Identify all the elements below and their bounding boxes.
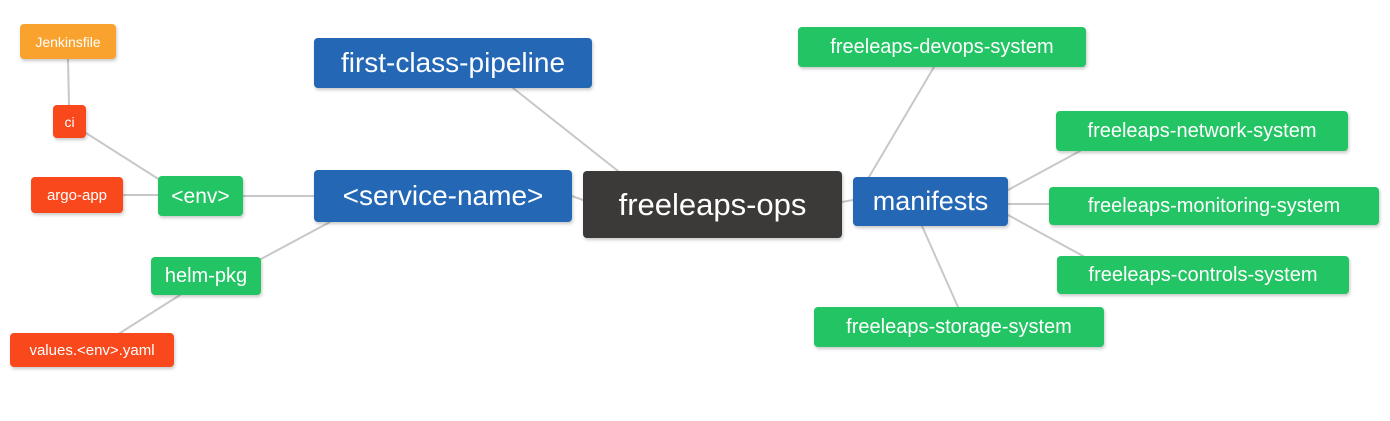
node-freeleaps-controls-system[interactable]: freeleaps-controls-system: [1057, 256, 1349, 294]
node-service-name[interactable]: <service-name>: [314, 170, 572, 222]
edge-helmpkg-servicename: [260, 221, 331, 260]
edge-ops-manifests: [841, 199, 854, 203]
edge-manifests-storage: [921, 225, 959, 308]
node-manifests[interactable]: manifests: [853, 177, 1008, 226]
node-label-freeleaps-network-system: freeleaps-network-system: [1087, 120, 1317, 142]
node-label-freeleaps-controls-system: freeleaps-controls-system: [1088, 264, 1318, 286]
node-label-service-name: <service-name>: [342, 180, 544, 211]
node-argo-app[interactable]: argo-app: [31, 177, 123, 213]
node-label-freeleaps-ops: freeleaps-ops: [618, 187, 807, 222]
node-env[interactable]: <env>: [158, 176, 243, 216]
edge-firstclass-ops: [512, 87, 619, 172]
edge-manifests-devops: [868, 66, 935, 178]
node-label-freeleaps-storage-system: freeleaps-storage-system: [846, 316, 1072, 338]
node-freeleaps-devops-system[interactable]: freeleaps-devops-system: [798, 27, 1086, 67]
node-freeleaps-storage-system[interactable]: freeleaps-storage-system: [814, 307, 1104, 347]
edge-servicename-ops: [571, 195, 584, 201]
node-first-class-pipeline[interactable]: first-class-pipeline: [314, 38, 592, 88]
edge-valuesyaml-helmpkg: [119, 294, 181, 334]
node-label-values-env-yaml: values.<env>.yaml: [29, 341, 155, 359]
node-label-helm-pkg: helm-pkg: [164, 265, 248, 287]
node-label-freeleaps-devops-system: freeleaps-devops-system: [830, 36, 1054, 58]
node-freeleaps-monitoring-system[interactable]: freeleaps-monitoring-system: [1049, 187, 1379, 225]
node-label-ci: ci: [64, 113, 75, 130]
node-freeleaps-network-system[interactable]: freeleaps-network-system: [1056, 111, 1348, 151]
edge-jenkinsfile-ci: [67, 58, 70, 106]
node-label-manifests: manifests: [872, 186, 989, 216]
node-jenkinsfile[interactable]: Jenkinsfile: [20, 24, 116, 59]
node-values-env-yaml[interactable]: values.<env>.yaml: [10, 333, 174, 367]
node-label-argo-app: argo-app: [46, 186, 108, 204]
node-label-env: <env>: [171, 184, 230, 208]
node-label-freeleaps-monitoring-system: freeleaps-monitoring-system: [1087, 195, 1341, 217]
edge-ci-env: [85, 132, 161, 181]
edge-manifests-network: [1007, 150, 1081, 191]
node-helm-pkg[interactable]: helm-pkg: [151, 257, 261, 295]
node-label-first-class-pipeline: first-class-pipeline: [340, 47, 566, 78]
node-freeleaps-ops[interactable]: freeleaps-ops: [583, 171, 842, 238]
node-ci[interactable]: ci: [53, 105, 86, 138]
node-label-jenkinsfile: Jenkinsfile: [35, 33, 101, 50]
